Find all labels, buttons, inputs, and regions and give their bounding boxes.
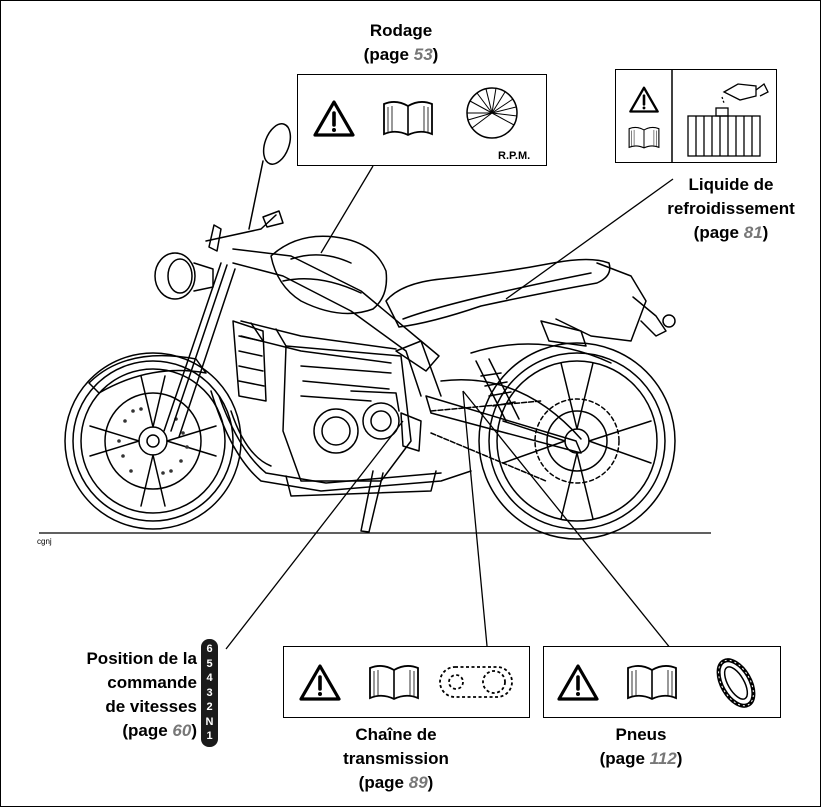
label-rodage-title: Rodage — [369, 21, 433, 40]
label-liquide-line1: Liquide de — [688, 175, 774, 194]
image-code: cgnj — [37, 537, 52, 546]
gear-5: 5 — [206, 657, 213, 670]
motorcycle — [64, 123, 676, 540]
label-position-line2: commande — [107, 673, 197, 692]
label-pneus-page: (page 112) — [599, 749, 683, 768]
gear-2: 2 — [206, 701, 213, 713]
chain-icon — [439, 666, 513, 698]
manual-book-icon — [383, 101, 433, 136]
tyre-icon — [716, 658, 756, 708]
gear-6: 6 — [206, 643, 213, 655]
label-rodage-page: (page 53) — [363, 45, 439, 64]
chain-icon-box — [283, 646, 530, 718]
manual-book-icon — [627, 665, 677, 700]
rear-wheel — [478, 342, 676, 540]
warning-triangle-icon — [299, 664, 341, 701]
gear-1: 1 — [206, 730, 213, 742]
gear-3: 3 — [206, 686, 213, 699]
label-position-page: (page 60) — [122, 721, 197, 740]
radiator-icon — [687, 83, 769, 157]
warning-triangle-icon — [629, 86, 659, 113]
label-pneus: Pneus (page 112) — [571, 723, 711, 771]
manual-book-icon — [628, 126, 660, 149]
tyre-icon-box — [543, 646, 781, 718]
label-position-line3: de vitesses — [105, 697, 197, 716]
warning-triangle-icon — [557, 664, 599, 701]
gear-neutral: N — [205, 715, 214, 728]
manual-book-icon — [369, 665, 419, 700]
gear-4: 4 — [206, 672, 213, 684]
rodage-icon-box: R.P.M. — [297, 74, 547, 166]
rpm-dial-icon — [466, 87, 518, 139]
label-chaine: Chaîne de transmission (page 89) — [311, 723, 481, 795]
label-chaine-line2: transmission — [343, 749, 449, 768]
label-pneus-line1: Pneus — [615, 725, 667, 744]
leader-lines — [225, 165, 674, 650]
label-chaine-page: (page 89) — [358, 773, 434, 792]
rpm-text: R.P.M. — [498, 150, 530, 162]
label-liquide: Liquide de refroidissement (page 81) — [651, 173, 811, 245]
label-liquide-line2: refroidissement — [667, 199, 795, 218]
gear-position-indicator: 6 5 4 3 2 N 1 — [201, 639, 218, 747]
coolant-icon-box — [615, 69, 777, 163]
label-position: Position de la commande de vitesses (pag… — [13, 647, 197, 743]
warning-triangle-icon — [313, 100, 355, 137]
label-chaine-line1: Chaîne de — [355, 725, 437, 744]
front-wheel — [64, 352, 242, 530]
label-rodage: Rodage (page 53) — [331, 19, 471, 67]
label-position-line1: Position de la — [86, 649, 197, 668]
label-liquide-page: (page 81) — [693, 223, 769, 242]
front-brake-disc-holes — [117, 407, 189, 475]
